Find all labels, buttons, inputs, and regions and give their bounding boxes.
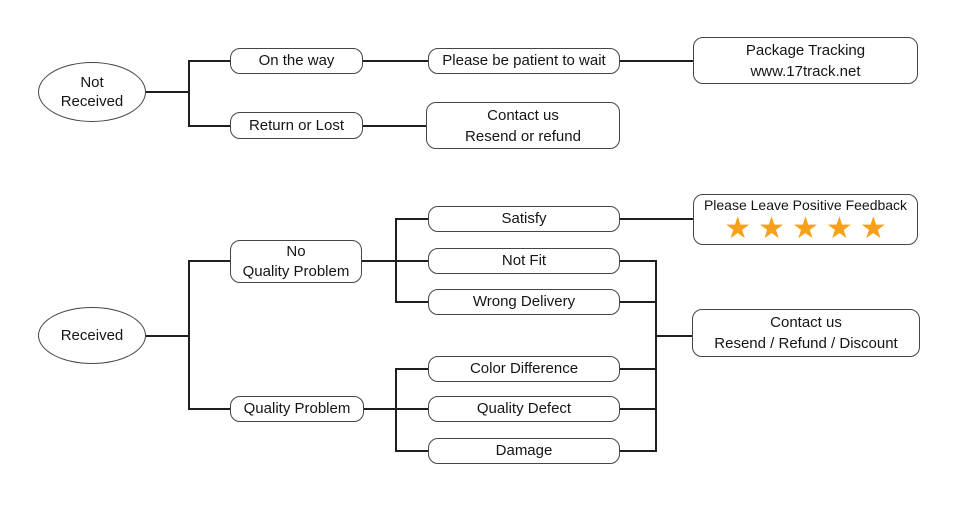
node-label: Quality Problem [242,262,350,280]
node-label: Please be patient to wait [442,52,606,69]
connector-color-difference-out [619,368,657,370]
node-label: On the way [258,52,335,69]
node-color-difference: Color Difference [428,356,620,382]
node-not-fit: Not Fit [428,248,620,274]
connector-not-received-stem [146,91,189,93]
connector-please-wait-out [619,60,694,62]
node-label: Color Difference [469,360,579,377]
connector-return-or-lost-out [362,125,427,127]
node-label: Received [60,93,124,110]
node-label: Package Tracking [745,41,866,59]
connector-return-or-lost-in [188,125,231,127]
node-no-quality-problem: No Quality Problem [230,240,362,283]
node-contact-discount: Contact us Resend / Refund / Discount [692,309,920,357]
connector-on-the-way-in [188,60,231,62]
connector-received-stem [146,335,189,337]
node-damage: Damage [428,438,620,464]
connector-on-the-way-out [362,60,428,62]
connector-color-difference-in [395,368,429,370]
node-label: Return or Lost [248,116,345,134]
node-quality-defect: Quality Defect [428,396,620,422]
connector-not-fit-out [619,260,657,262]
connector-wrong-delivery-out [619,301,657,303]
node-not-received: Not Received [38,62,146,122]
connector-quality-branch [395,368,397,452]
node-label: Not Fit [501,252,547,269]
node-satisfy: Satisfy [428,206,620,232]
node-quality-problem: Quality Problem [230,396,364,422]
connector-satisfy-in [395,218,429,220]
node-label: Wrong Delivery [472,293,576,310]
connector-damage-out [619,450,657,452]
node-label: Contact us [487,106,559,124]
connector-damage-in [395,450,429,452]
connector-satisfy-out [619,218,694,220]
star-rating-icon: ★★★★★ [724,211,894,246]
node-label: Please Leave Positive Feedback [703,197,908,213]
connector-not-received-branch [188,60,190,127]
node-return-or-lost: Return or Lost [230,112,363,139]
connector-received-branch [188,260,190,410]
tracking-url: www.17track.net [750,62,861,80]
connector-quality-problem-in [188,408,231,410]
node-contact-resend-refund: Contact us Resend or refund [426,102,620,149]
node-label: Quality Defect [476,400,572,417]
node-label: Damage [495,442,553,459]
connector-contact-discount-in [655,335,693,337]
node-please-wait: Please be patient to wait [428,48,620,74]
connector-no-quality-problem-in [188,260,231,262]
node-label: Satisfy [501,210,547,227]
node-label: Contact us [770,314,842,331]
connector-wrong-delivery-in [395,301,429,303]
node-package-tracking: Package Tracking www.17track.net [693,37,918,84]
node-on-the-way: On the way [230,48,363,74]
connector-no-quality-problem-out [361,260,428,262]
node-received: Received [38,307,146,364]
node-label: Resend or refund [465,127,581,145]
connector-no-quality-branch [395,218,397,303]
node-positive-feedback: Please Leave Positive Feedback ★★★★★ [693,194,918,245]
node-label: No [286,242,306,260]
node-wrong-delivery: Wrong Delivery [428,289,620,315]
connector-quality-defect-out [619,408,657,410]
node-label: Received [60,327,124,344]
connector-right-merge-branch [655,260,657,452]
node-label: Not [80,74,104,91]
node-label: Quality Problem [243,400,351,417]
node-label: Resend / Refund / Discount [714,335,898,352]
